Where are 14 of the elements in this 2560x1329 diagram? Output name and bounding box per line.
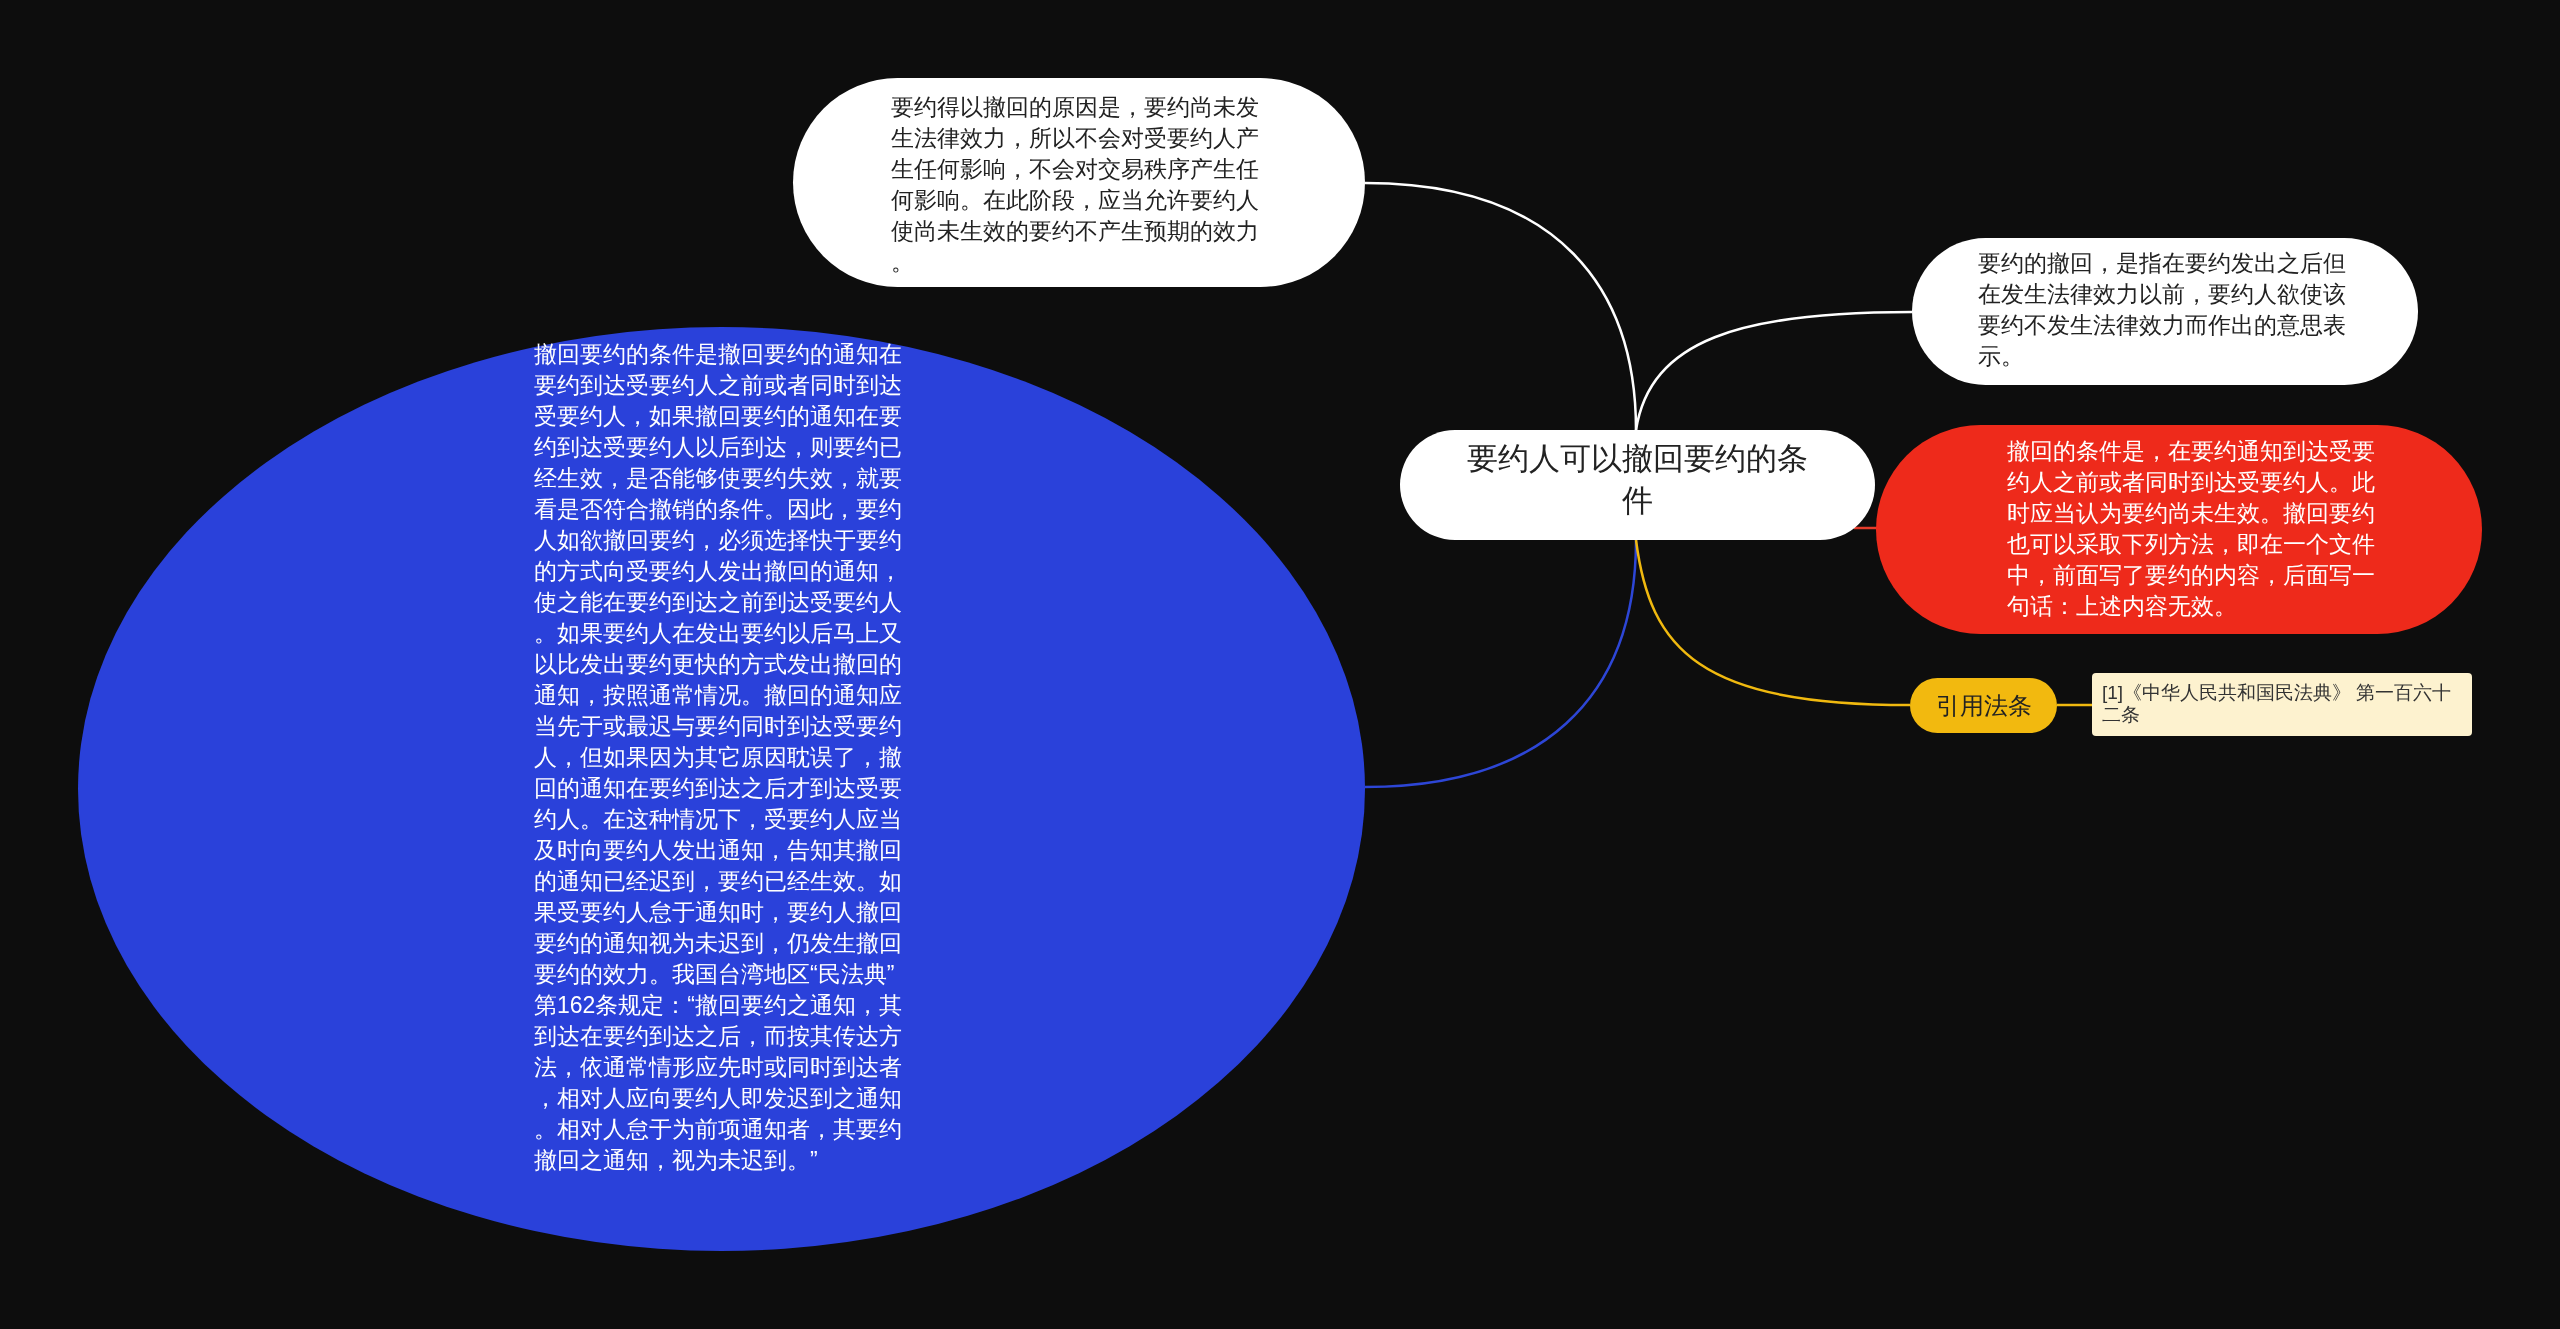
citation-box <box>2092 673 2472 736</box>
topic-text: 撤回的条件是，在要约通知到达受要约人之前或者同时到达受要约人。此时应当认为要约尚未生效。撤回要约也可以采取下列方法，即在一个文件中，前面写了要约的内容，后面写一句话：上述内容无效。 <box>2007 437 2376 621</box>
connector-line <box>1634 539 1911 707</box>
topic-text: 引用法条 <box>1934 691 2033 721</box>
topic-text: 要约的撤回，是指在要约发出之后但在发生法律效力以前，要约人欲使该要约不发生法律效力而作出的意思表示。 <box>1978 249 2347 371</box>
topic-text: 要约得以撤回的原因是，要约尚未发生法律效力，所以不会对受要约人产生任何影响，不会对交易秩序产生任何影响。在此阶段，应当允许要约人使尚未生效的要约不产生预期的效力。 <box>891 93 1260 277</box>
topic-text: 撤回要约的条件是撤回要约的通知在要约到达受要约人之前或者同时到达受要约人，如果撤回要约的通知在要约到达受要约人以后到达，则要约已经生效，是否能够使要约失效，就要看是否符合撤销的条件。因此，要约人如欲撤回要约，必须选择快于要约的方式向受要约人发出撤回的通知，使之能在要约到达之前到达受要约人。如果要约人在发出要约以后马上又以比发出要约更快的方式发出撤回的通知，按照通常情况。撤回的通知应当先于或最迟与要约同时到达受要约人，但如果因为其它原因耽误了，撤回的通知在要约到达之后才到达受要约人。在这种情况下，受要约人应当及时向要约人发出通知，告知其撤回的通知已经迟到，要约已经生效。如果受要约人怠于通知时，要约人撤回要约的通知视为未迟到，仍发生撤回要约的效力。我国台湾地区“民法典”第162条规定：“撤回要约之通知，其到达在要约到达之后，而按其传达方法，依通常情形应先时或同时到达者，相对人应向要约人即发迟到之通知。相对人怠于为前项通知者，其要约撤回之通知，视为未迟到。” <box>534 340 904 1175</box>
topic-text: 要约人可以撤回要约的条件 <box>1466 440 1809 520</box>
connector-line <box>1854 526 1878 530</box>
tag-box <box>1910 678 2057 733</box>
topic-text: [1]《中华人民共和国民法典》 第一百六十二条 <box>2102 682 2453 726</box>
topic-box <box>1400 430 1875 540</box>
connector-line <box>2057 703 2092 707</box>
connector-line <box>1634 310 1912 431</box>
